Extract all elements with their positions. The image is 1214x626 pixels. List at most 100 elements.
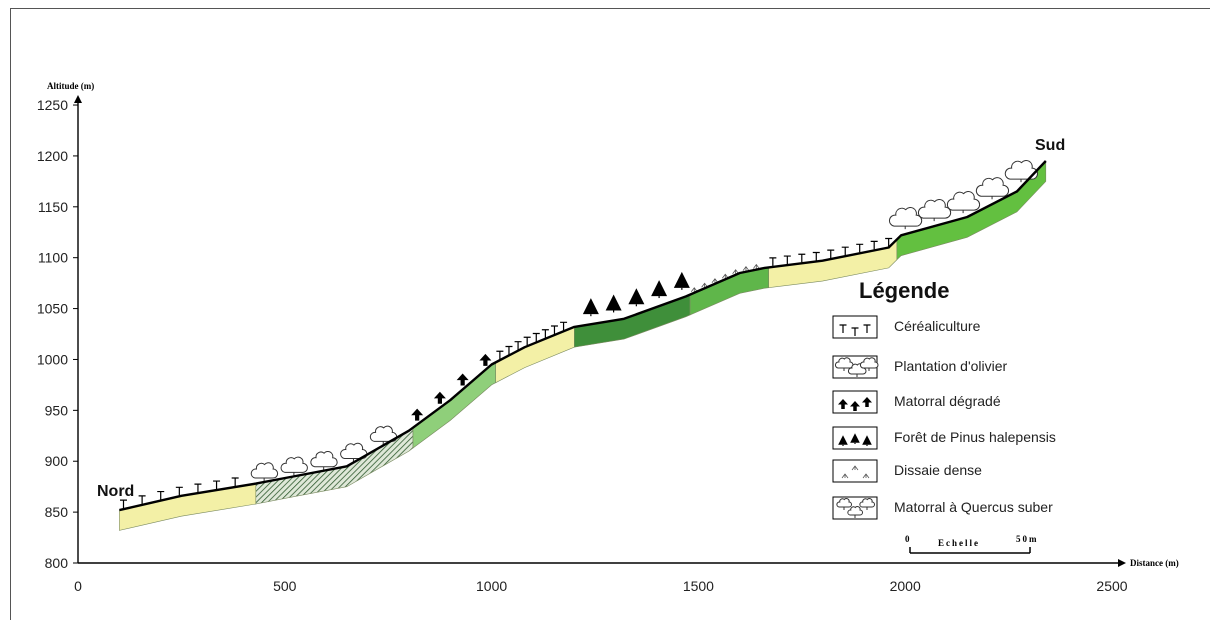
x-tick-label: 1500: [683, 578, 714, 594]
grass-symbol: [851, 465, 859, 471]
matorral-symbol: [862, 397, 872, 407]
cereal-symbol: [213, 480, 221, 490]
y-tick-label: 900: [45, 453, 69, 469]
pine-symbol: [838, 435, 848, 445]
matorral-symbol: [411, 408, 424, 421]
cereal-symbol: [851, 327, 859, 336]
cereal-symbol: [194, 483, 202, 493]
scale-max: 50m: [1016, 534, 1039, 544]
x-axis-arrow: [1118, 559, 1126, 567]
legend-swatch: [832, 459, 878, 483]
x-tick-label: 2000: [890, 578, 921, 594]
y-tick-label: 1200: [37, 148, 68, 164]
scale-label: Echelle: [938, 538, 980, 548]
cereal-symbol: [119, 499, 127, 509]
x-tick-label: 500: [273, 578, 297, 594]
cereal-symbol: [769, 257, 777, 266]
profile-band: [412, 361, 497, 449]
matorral-symbol: [479, 353, 492, 366]
y-tick-label: 1050: [37, 301, 68, 317]
x-tick-label: 2500: [1096, 578, 1127, 594]
scale-min: 0: [905, 534, 912, 544]
olive-symbol: [888, 207, 923, 227]
grass-symbol: [711, 278, 719, 283]
grass-symbol: [752, 263, 760, 269]
grass-symbol: [701, 282, 708, 288]
legend-label: Forêt de Pinus halepensis: [894, 429, 1056, 445]
pine-icon: [832, 426, 878, 450]
cereal-symbol: [514, 341, 522, 350]
cereal-symbol: [812, 251, 820, 261]
olive-symbol: [917, 199, 952, 219]
legend-label: Dissaie dense: [894, 462, 982, 478]
pine-symbol: [651, 280, 668, 297]
end-label: Sud: [1035, 137, 1065, 154]
chart-labels: Altitude (m) Distance (m) Nord Sud: [47, 81, 1179, 568]
olive-symbol: [310, 451, 338, 468]
legend-label: Plantation d'olivier: [894, 358, 1008, 374]
cereal-symbol: [783, 255, 791, 265]
ground-line: [119, 160, 1047, 512]
grass-symbol: [862, 473, 870, 479]
y-tick-label: 1150: [38, 199, 68, 215]
y-tick-label: 1000: [37, 351, 68, 367]
cereal-symbol: [496, 350, 504, 360]
cereal-symbol: [523, 336, 531, 346]
profile-band: [119, 483, 257, 531]
cork-oak-icon: [832, 496, 878, 520]
grass-symbol: [732, 269, 739, 274]
cereal-symbol: [856, 243, 864, 253]
pine-symbol: [850, 433, 860, 443]
legend-label: Céréaliculture: [894, 318, 981, 334]
olive-symbol: [946, 191, 981, 211]
cereal-symbol: [541, 329, 549, 338]
olive-symbol: [836, 498, 852, 508]
legend-label: Matorral dégradé: [894, 393, 1001, 409]
cereal-symbol: [839, 324, 847, 333]
cereal-symbol: [157, 490, 165, 500]
x-tick-label: 0: [74, 578, 82, 594]
cereal-symbol: [827, 249, 835, 259]
cereal-symbol: [841, 246, 849, 256]
profile-band: [689, 267, 770, 316]
profile-band: [495, 326, 575, 384]
grass-symbol: [721, 273, 729, 279]
cereal-symbol: [885, 237, 893, 247]
olive-symbol: [975, 177, 1009, 197]
scale-bar: 0 Echelle 50m: [905, 534, 1039, 554]
y-tick-label: 1100: [38, 250, 68, 266]
olive-symbol: [340, 442, 368, 460]
y-tick-label: 850: [45, 504, 69, 520]
pine-symbol: [582, 298, 599, 315]
cereal-symbol: [560, 321, 568, 331]
profile-bands: [119, 160, 1047, 531]
degraded-matorral-icon: [832, 390, 878, 414]
y-axis-arrow: [74, 95, 82, 104]
cereal-symbol: [870, 240, 878, 250]
figure-frame: [10, 8, 1210, 620]
land-use-symbols: [119, 160, 1038, 509]
pine-symbol: [628, 288, 645, 305]
legend-label: Matorral à Quercus suber: [894, 499, 1053, 515]
cereal-symbol: [863, 324, 871, 333]
cereal-symbol: [532, 332, 540, 342]
grass-symbol: [690, 287, 698, 293]
olive-symbol: [369, 425, 398, 442]
y-axis-title: Altitude (m): [47, 81, 94, 91]
y-tick-label: 800: [45, 555, 69, 571]
terrain-profile: [119, 160, 1047, 512]
y-tick-label: 950: [45, 402, 69, 418]
legend-swatch: [832, 315, 878, 339]
cereal-symbol: [550, 325, 558, 335]
cereal-symbol: [505, 345, 513, 355]
olive-symbol: [847, 506, 863, 516]
cereal-symbol: [175, 486, 183, 496]
matorral-symbol: [433, 391, 446, 404]
x-tick-label: 1000: [476, 578, 507, 594]
legend-title: Légende: [859, 278, 949, 303]
olive-symbol: [859, 498, 875, 508]
pine-symbol: [673, 271, 690, 288]
